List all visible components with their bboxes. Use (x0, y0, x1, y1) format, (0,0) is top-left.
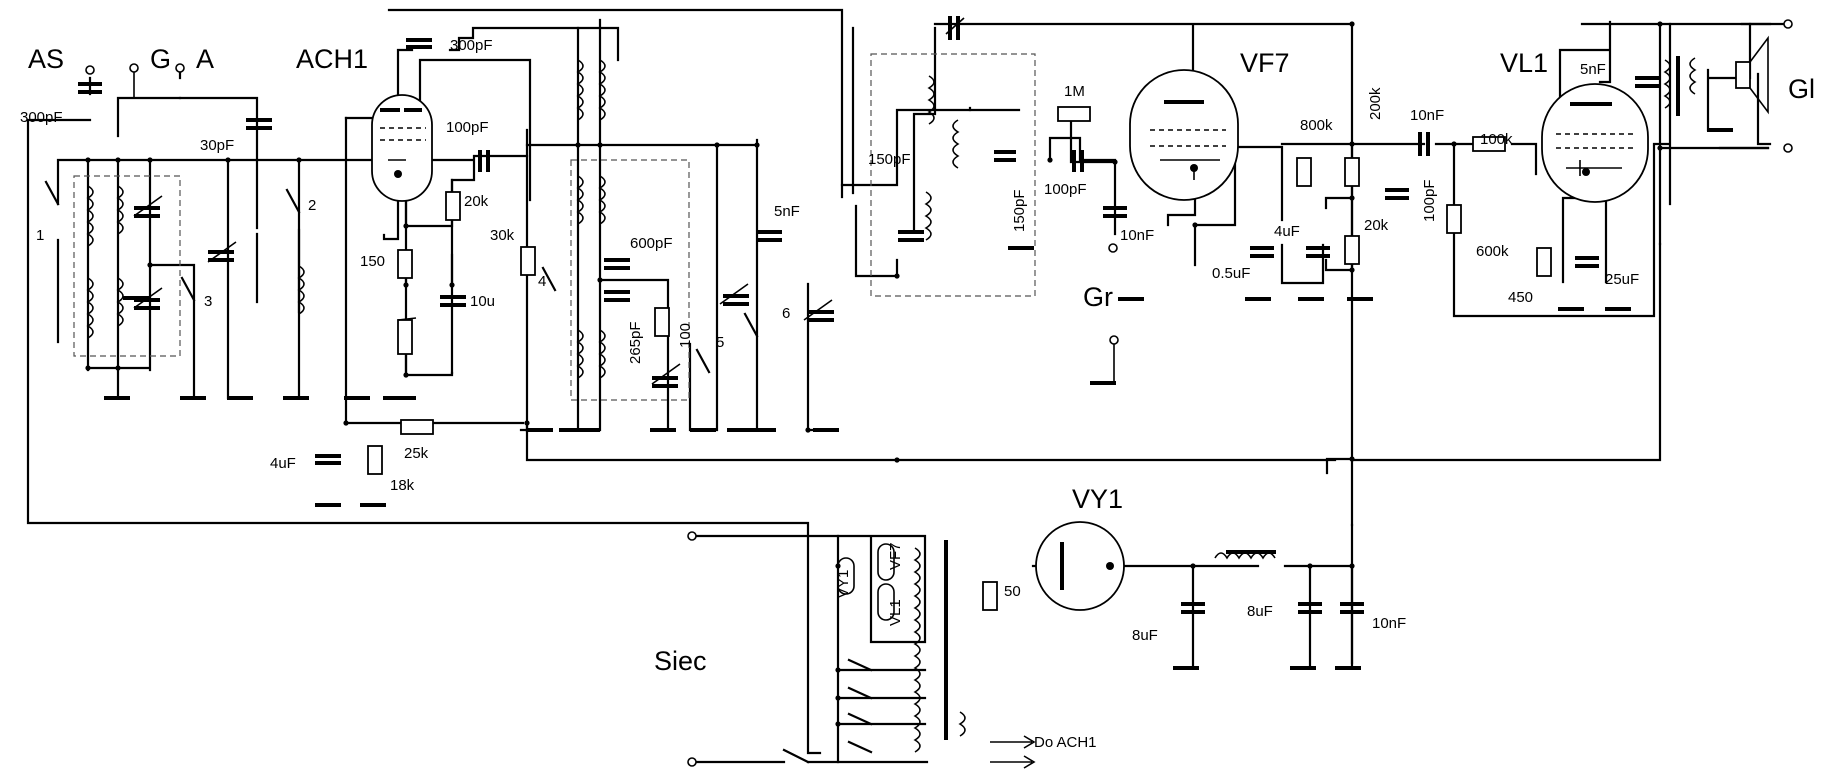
label-c-8u1: 8uF (1132, 627, 1158, 644)
label-r-600k: 600k (1476, 243, 1509, 260)
switch-label-6: 6 (782, 305, 790, 322)
tube-label-vy1: VY1 (1072, 484, 1123, 514)
wiring (26, 8, 1790, 764)
label-c-10u: 10u (470, 293, 495, 310)
tube-vy1 (1035, 521, 1125, 611)
label-r-100k: 100k (1480, 131, 1513, 148)
label-c-10nf-det: 10nF (1120, 227, 1154, 244)
tube-internals (380, 100, 1634, 590)
label-r-1m: 1M (1064, 83, 1085, 100)
label-c-100pf3: 100pF (1421, 179, 1438, 222)
to-tube-label: Do ACH1 (1034, 734, 1097, 751)
switch-label-3: 3 (204, 293, 212, 310)
heater-label-vf7: VF7 (887, 542, 904, 570)
label-c-05: 0.5uF (1212, 265, 1250, 282)
label-c-4uf: 4uF (270, 455, 296, 472)
label-r-450: 450 (1508, 289, 1533, 306)
label-c-265: 265pF (627, 321, 644, 364)
label-c-if2: 150pF (1011, 189, 1028, 232)
label-c-ant: 30pF (200, 137, 234, 154)
tube-vf7 (1129, 69, 1239, 201)
terminals (85, 19, 1793, 769)
coils (86, 56, 1697, 753)
label-r-25k: 25k (404, 445, 429, 462)
label-r-18k: 18k (390, 477, 415, 494)
output-label-gl: Gl (1788, 74, 1815, 104)
label-r-50: 50 (1004, 583, 1021, 600)
label-r-100: 100 (677, 323, 694, 348)
input-label-a: A (196, 44, 214, 74)
loudspeaker-icon (1735, 35, 1769, 115)
label-c-10nf-f: 10nF (1372, 615, 1406, 632)
label-r-200k: 200k (1367, 87, 1384, 120)
label-r-150: 150 (360, 253, 385, 270)
tube-envelopes (371, 69, 1649, 611)
input-label-g: G (150, 44, 171, 74)
label-c-100pf2: 100pF (1044, 181, 1087, 198)
variable-capacitors (133, 16, 965, 388)
switch-label-1: 1 (36, 227, 44, 244)
label-c-10nf-c: 10nF (1410, 107, 1444, 124)
label-r-20k2: 20k (1364, 217, 1389, 234)
mains-label: Siec (654, 646, 707, 676)
heater-label-vy1: VY1 (835, 570, 852, 598)
switch-label-4: 4 (538, 273, 546, 290)
capacitors (78, 38, 1659, 614)
label-c-if1: 150pF (868, 151, 911, 168)
label-c-grid: 300pF (450, 37, 493, 54)
input-label-gr: Gr (1083, 282, 1113, 312)
tube-label-vl1: VL1 (1500, 48, 1548, 78)
resistors (367, 106, 1552, 611)
label-r-30k: 30k (490, 227, 515, 244)
tube-ach1 (371, 94, 433, 202)
tube-label-ach1: ACH1 (296, 44, 368, 74)
label-c-5nf: 5nF (774, 203, 800, 220)
label-c-as: 300pF (20, 109, 63, 126)
label-c-coup: 100pF (446, 119, 489, 136)
label-c-600: 600pF (630, 235, 673, 252)
junction-dots (85, 21, 1663, 727)
labels: AS G A ACH1 VF7 VL1 VY1 Gr Gl Siec Do AC… (20, 37, 1815, 751)
tube-label-vf7: VF7 (1240, 48, 1290, 78)
label-c-5nf2: 5nF (1580, 61, 1606, 78)
shield-boxes (73, 53, 1036, 401)
switch-label-2: 2 (308, 197, 316, 214)
switch-label-5: 5 (716, 334, 724, 351)
switches (44, 22, 1354, 764)
label-r-800k: 800k (1300, 117, 1333, 134)
input-label-as: AS (28, 44, 64, 74)
heater-filaments (837, 543, 895, 621)
label-c-4uf2: 4uF (1274, 223, 1300, 240)
tube-vl1 (1541, 83, 1649, 203)
heater-label-vl1: VL1 (887, 599, 904, 626)
label-c-8u2: 8uF (1247, 603, 1273, 620)
label-r-20k: 20k (464, 193, 489, 210)
label-c-25u: 25uF (1605, 271, 1639, 288)
